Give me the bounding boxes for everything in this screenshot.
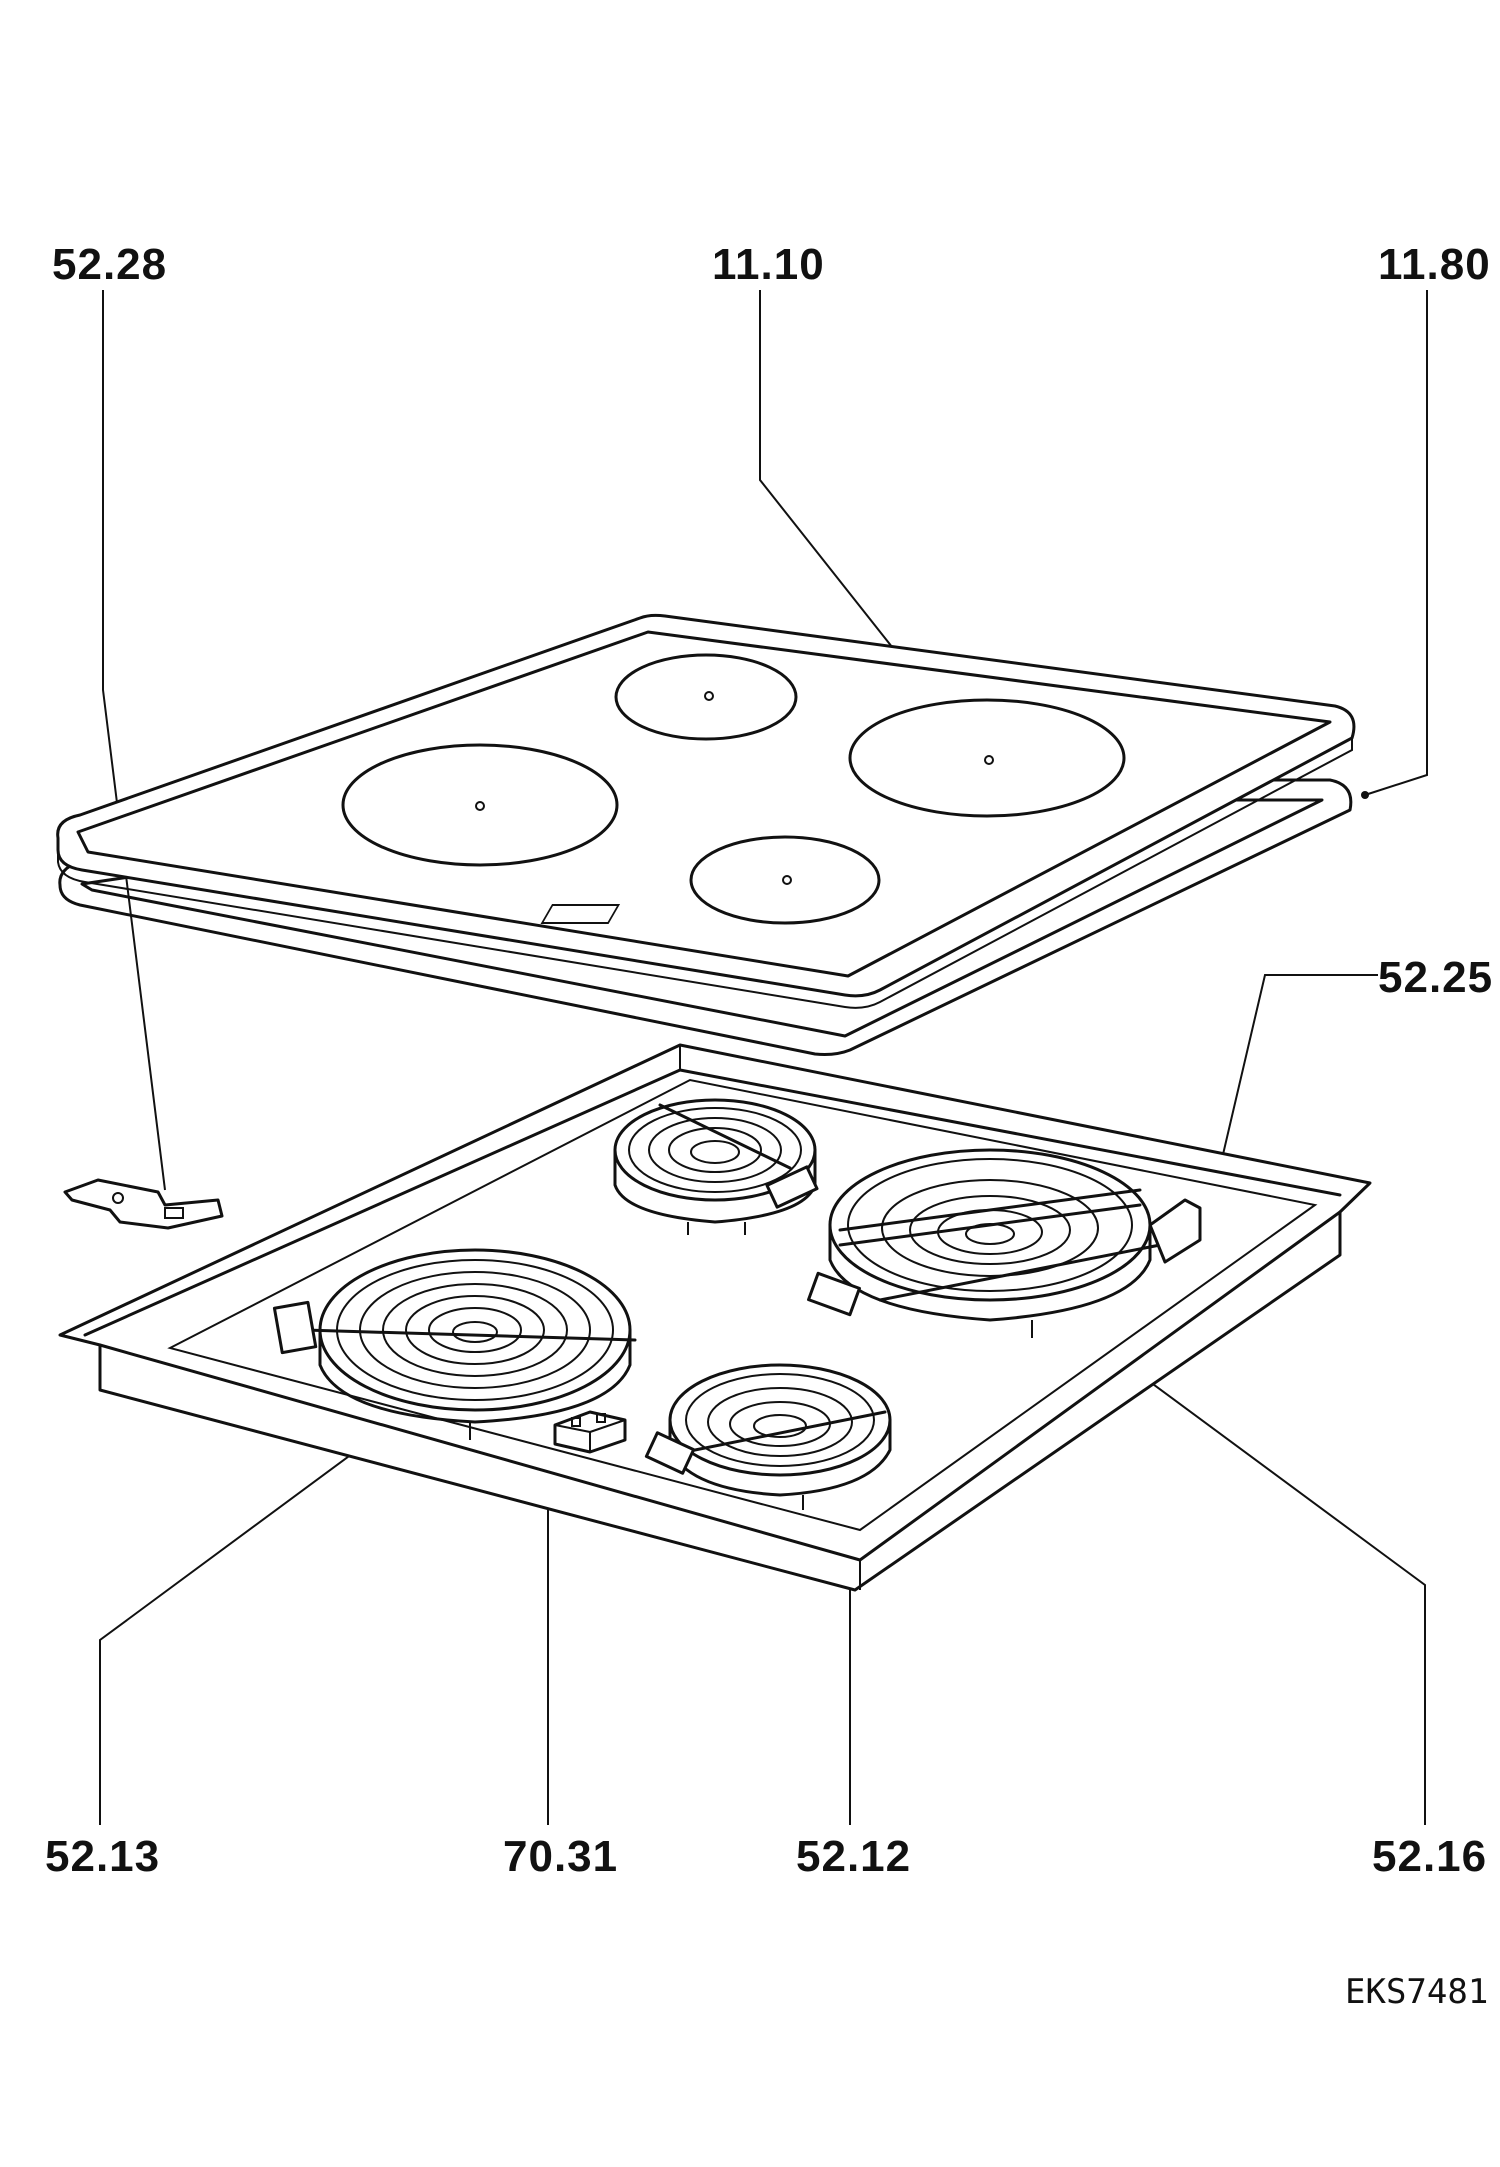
display-window xyxy=(540,904,621,924)
label-52-12: 52.12 xyxy=(796,1832,912,1881)
terminal-block xyxy=(553,1410,627,1454)
heating-element-front-left xyxy=(272,1248,637,1440)
zone-right-large xyxy=(848,698,1126,818)
zone-front-right xyxy=(689,835,881,925)
label-52-13: 52.13 xyxy=(45,1832,161,1881)
zone-front-left xyxy=(341,743,619,867)
leader-52-28 xyxy=(102,290,166,1191)
heating-element-right-large xyxy=(807,1148,1202,1338)
label-11-80: 11.80 xyxy=(1378,240,1491,289)
heating-element-front-right xyxy=(644,1363,892,1510)
mounting-bracket xyxy=(63,1178,224,1230)
label-52-25: 52.25 xyxy=(1378,953,1494,1002)
leader-lines xyxy=(99,290,1428,1825)
leader-52-25 xyxy=(1209,974,1378,1211)
label-11-10: 11.10 xyxy=(712,240,825,289)
label-70-31: 70.31 xyxy=(503,1832,619,1881)
heating-element-back-left xyxy=(613,1098,819,1235)
zone-back-left xyxy=(614,653,798,741)
leader-52-13 xyxy=(99,1399,426,1825)
label-52-16: 52.16 xyxy=(1372,1832,1488,1881)
leader-11-80 xyxy=(1364,290,1428,796)
label-52-28: 52.28 xyxy=(52,240,168,289)
leader-52-16 xyxy=(1049,1307,1426,1825)
drawing-code: EKS7481 xyxy=(1345,1972,1489,2012)
leader-11-10 xyxy=(759,290,931,696)
glass-ceramic-top xyxy=(56,613,1356,1009)
leader-dot-11-80 xyxy=(1361,791,1369,799)
